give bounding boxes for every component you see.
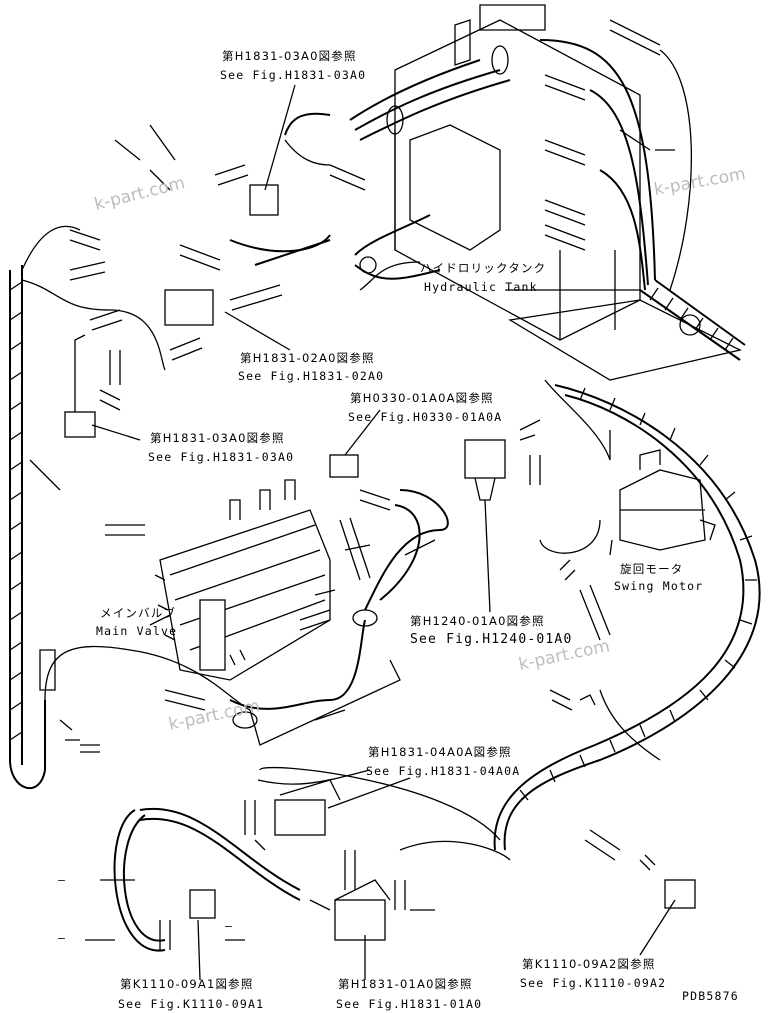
bottom-parts: [59, 719, 511, 952]
ref-label-en: See Fig.H1831-02A0: [238, 369, 384, 383]
blank-mark: —: [225, 919, 233, 933]
main-valve-label-jp: メインバルブ: [100, 606, 176, 620]
ref-label-jp: 第K1110-09A2図参照: [522, 957, 656, 971]
left-hose-bundle: [9, 225, 251, 790]
watermark-4: k-part.com: [167, 696, 262, 735]
ref-label-jp: 第K1110-09A1図参照: [120, 977, 254, 991]
reference-labels: 第H1831-03A0図参照 See Fig.H1831-03A0 第H1831…: [118, 49, 666, 1011]
ref-label-en: See Fig.H1831-04A0A: [366, 764, 520, 778]
top-left-fittings: [69, 112, 441, 385]
swing-motor-label-jp: 旋回モータ: [620, 562, 684, 576]
ref-label-en: See Fig.K1110-09A1: [118, 997, 264, 1011]
ref-label-en: See Fig.H1240-01A0: [410, 632, 572, 647]
ref-label-jp: 第H0330-01A0A図参照: [350, 391, 494, 405]
watermark-1: k-part.com: [92, 173, 187, 215]
component-labels: ハイドロリックタンク Hydraulic Tank メインバルブ Main Va…: [96, 261, 703, 638]
ref-label-en: See Fig.H1831-03A0: [148, 450, 294, 464]
main-valve-drawing: [105, 479, 449, 746]
swing-motor-drawing: [464, 379, 761, 909]
blank-marks: — — —: [58, 873, 233, 945]
ref-label-en: See Fig.K1110-09A2: [520, 976, 666, 990]
ref-label-en: See Fig.H0330-01A0A: [348, 410, 502, 424]
ref-label-jp: 第H1831-04A0A図参照: [368, 745, 512, 759]
ref-label-jp: 第H1831-01A0図参照: [338, 977, 473, 991]
leader-lines: [85, 84, 676, 981]
hydraulic-tank-label-en: Hydraulic Tank: [424, 280, 538, 294]
ref-label-jp: 第H1831-02A0図参照: [240, 351, 375, 365]
ref-label-jp: 第H1831-03A0図参照: [222, 49, 357, 63]
ref-label-en: See Fig.H1831-03A0: [220, 68, 366, 82]
ref-label-en: See Fig.H1831-01A0: [336, 997, 482, 1011]
ref-label-jp: 第H1831-03A0図参照: [150, 431, 285, 445]
drawing-number: PDB5876: [682, 989, 739, 1003]
blank-mark: —: [58, 873, 66, 887]
blank-mark: —: [58, 931, 66, 945]
hydraulic-tank-label-jp: ハイドロリックタンク: [420, 261, 546, 275]
ref-label-jp: 第H1240-01A0図参照: [410, 614, 545, 628]
watermark-2: k-part.com: [652, 164, 747, 200]
swing-motor-label-en: Swing Motor: [614, 579, 703, 593]
hydraulic-tank-drawing: [349, 4, 746, 381]
center-fittings: [329, 454, 421, 601]
main-valve-label-en: Main Valve: [96, 624, 177, 638]
